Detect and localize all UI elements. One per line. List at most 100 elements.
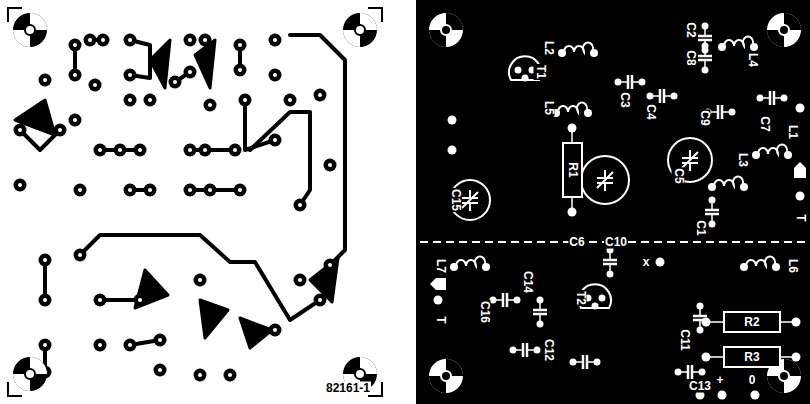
copper-pad	[144, 184, 157, 197]
part-label: 0	[748, 374, 757, 387]
pad-hole	[73, 43, 77, 47]
pad	[740, 263, 748, 271]
pad-hole	[203, 148, 207, 152]
pad	[558, 49, 566, 57]
capacitor-symbol	[698, 43, 712, 74]
coil-winding	[714, 176, 743, 186]
copper-pad	[239, 94, 252, 107]
pad	[639, 79, 646, 86]
pad-hole	[158, 338, 162, 342]
part-label: T	[794, 213, 807, 222]
pad-copper	[324, 159, 337, 172]
pad-hole	[238, 188, 242, 192]
hole-disc	[767, 13, 801, 47]
resistor-label: R1	[566, 162, 579, 177]
capacitor-leads	[621, 81, 639, 83]
copper-pad	[294, 199, 307, 212]
part-label: L6	[786, 258, 799, 274]
pad-copper	[204, 184, 217, 197]
trimmer-capacitor	[581, 156, 629, 204]
mounting-hole	[429, 13, 463, 47]
coil-winding	[564, 42, 593, 52]
coil-winding	[746, 256, 775, 266]
pad-hole	[273, 138, 277, 142]
copper-pad	[154, 334, 167, 347]
capacitor-plates	[583, 355, 587, 369]
pad	[510, 347, 517, 354]
pad-hole	[198, 373, 202, 377]
mounting-holes	[13, 13, 377, 391]
pad-copper	[234, 64, 247, 77]
capacitor-plates	[688, 365, 692, 379]
part-label: L3	[736, 152, 749, 168]
pad	[702, 67, 709, 74]
pad-hole	[328, 163, 332, 167]
pad-hole	[88, 38, 92, 42]
copper-pad	[94, 294, 107, 307]
pad-copper	[134, 144, 147, 157]
pad-copper	[134, 294, 147, 307]
copper-pad	[184, 184, 197, 197]
capacitor-leads	[653, 95, 671, 97]
pad-copper	[199, 144, 212, 157]
capacitor-plates	[603, 260, 617, 264]
pad-hole	[128, 98, 132, 102]
pad-hole	[188, 70, 192, 74]
copper-pad	[74, 184, 87, 197]
copper-pad	[124, 34, 137, 47]
pad	[515, 67, 522, 74]
pad-hole	[101, 38, 105, 42]
pad	[784, 151, 792, 159]
pad	[709, 197, 716, 204]
capacitor-symbol	[757, 91, 788, 105]
pad	[718, 43, 726, 51]
pad	[792, 353, 801, 362]
part-label: C15	[449, 188, 462, 212]
capacitor-symbol	[603, 247, 617, 278]
pad-hole	[43, 258, 47, 262]
pad-hole	[98, 148, 102, 152]
copper-pad	[314, 294, 327, 307]
pad	[697, 303, 704, 310]
copper-pad	[269, 34, 282, 47]
copper-side-ground	[0, 0, 400, 404]
copper-fill	[200, 300, 228, 338]
part-label: C6	[568, 236, 585, 249]
trimmer-symbol	[462, 190, 478, 211]
copper-pad	[229, 144, 242, 157]
hole-center	[26, 370, 34, 378]
pad-hole	[128, 188, 132, 192]
copper-pad	[94, 339, 107, 352]
copper-pad	[124, 339, 137, 352]
pad	[448, 146, 457, 155]
mounting-hole	[343, 13, 377, 47]
pad	[718, 391, 727, 400]
capacitor-leads	[711, 111, 729, 113]
pad-hole	[98, 298, 102, 302]
copper-pad	[54, 124, 67, 137]
pad-hole	[173, 80, 177, 84]
pad	[490, 297, 497, 304]
pad	[792, 318, 801, 327]
pad	[514, 297, 521, 304]
pad-hole	[188, 38, 192, 42]
pad	[534, 347, 541, 354]
pad-hole	[298, 203, 302, 207]
pad-hole	[18, 183, 22, 187]
pad-hole	[318, 298, 322, 302]
pad-copper	[194, 369, 207, 382]
pad	[796, 192, 805, 201]
part-label: C8	[684, 49, 697, 66]
capacitor-symbol	[698, 23, 712, 54]
pad-copper	[294, 199, 307, 212]
capacitor-leads	[681, 371, 699, 373]
capacitor-plates	[660, 89, 664, 103]
pad-copper	[114, 144, 127, 157]
part-label: C9	[698, 109, 711, 126]
copper-pad	[84, 34, 97, 47]
capacitor-symbol	[675, 365, 706, 379]
pad-copper	[54, 124, 67, 137]
pad	[729, 109, 736, 116]
copper-pad	[184, 66, 197, 79]
hole-center	[442, 372, 450, 380]
